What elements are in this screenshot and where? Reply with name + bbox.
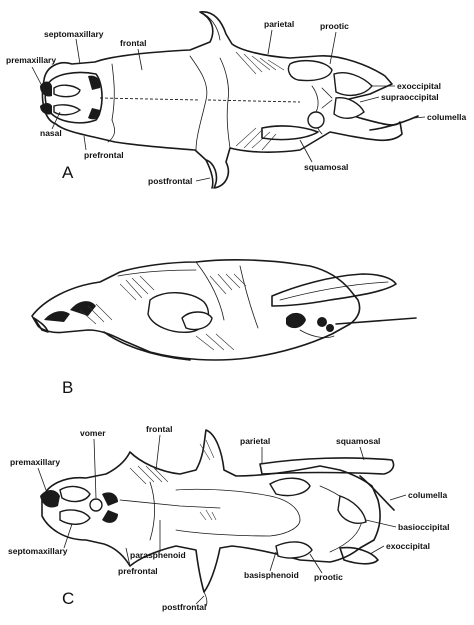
label-a-exoccipital: exoccipital — [397, 81, 441, 91]
label-a-columella: columella — [427, 112, 466, 122]
label-c-frontal: frontal — [146, 424, 172, 434]
label-c-septomaxillary: septomaxillary — [8, 546, 68, 556]
label-c-basioccipital: basioccipital — [398, 522, 450, 532]
label-c-basisphenoid: basisphenoid — [244, 570, 299, 580]
label-c-exoccipital: exoccipital — [386, 541, 430, 551]
panel-a-labels: septomaxillary premaxillary nasal fronta… — [6, 19, 466, 186]
label-c-squamosal: squamosal — [336, 436, 380, 446]
label-c-premaxillary: premaxillary — [10, 457, 60, 467]
panel-letter-c: C — [62, 589, 74, 608]
label-c-prootic: prootic — [314, 572, 343, 582]
label-a-supraoccipital: supraoccipital — [381, 92, 439, 102]
label-c-parietal: parietal — [240, 436, 270, 446]
label-a-frontal: frontal — [120, 38, 146, 48]
panel-a-dorsal-skull — [40, 11, 419, 189]
label-c-parasphenoid: parasphenoid — [130, 550, 186, 560]
label-c-columella: columella — [408, 490, 447, 500]
label-a-squamosal: squamosal — [304, 162, 348, 172]
panel-c-ventral-skull — [40, 429, 395, 607]
label-a-premaxillary: premaxillary — [6, 55, 56, 65]
label-a-prefrontal: prefrontal — [84, 150, 124, 160]
panel-b-lateral-skull — [31, 259, 417, 361]
label-c-vomer: vomer — [80, 428, 106, 438]
panel-letter-a: A — [62, 163, 74, 182]
label-c-postfrontal: postfrontal — [162, 602, 206, 612]
label-a-parietal: parietal — [264, 19, 294, 29]
label-a-postfrontal: postfrontal — [148, 176, 192, 186]
panel-c-labels: vomer frontal parietal squamosal premaxi… — [8, 424, 450, 612]
label-a-prootic: prootic — [320, 21, 349, 31]
label-a-nasal: nasal — [40, 128, 62, 138]
label-c-prefrontal: prefrontal — [118, 566, 158, 576]
panel-letter-b: B — [62, 378, 73, 397]
label-a-septomaxillary: septomaxillary — [44, 29, 104, 39]
